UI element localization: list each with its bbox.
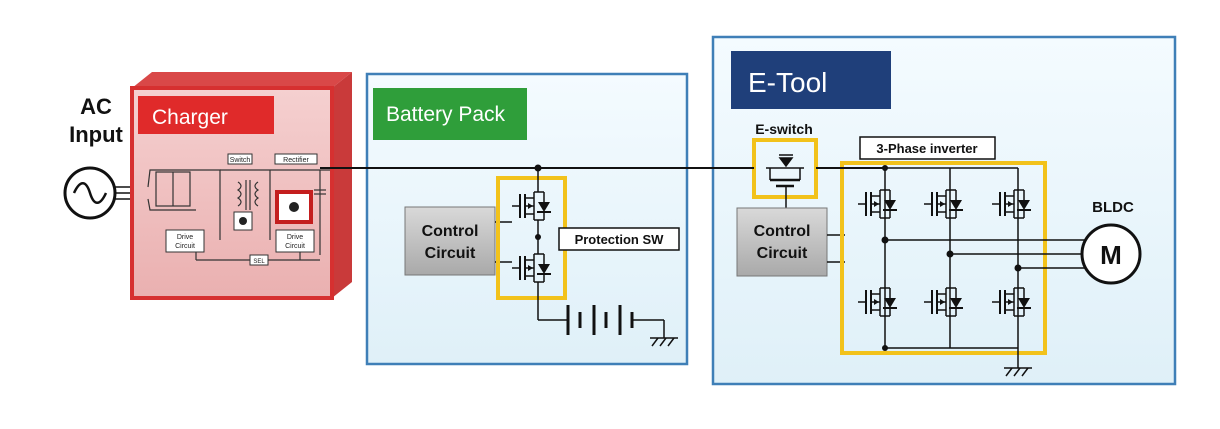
charger-rectifier-box [274,153,318,165]
battery-control-line1: Control [422,223,479,240]
eswitch-mosfet-icon [766,154,804,208]
charger-isolation-box [249,254,269,266]
battery-pack-title-bg [373,88,527,140]
motor-symbol: M [1100,240,1122,270]
charger-drive-right-line2: Circuit [285,243,305,250]
etool-panel: E-Tool E-switch Control Circuit 3-Phase … [711,35,1177,386]
battery-pack-panel: Battery Pack Control Circuit Protection … [365,72,689,366]
charger-sr-transistor-icon [289,202,299,212]
charger-drive-circuit-right [275,229,315,253]
inverter-label-box [859,136,996,160]
charger-drive-left-line1: Drive [177,234,193,241]
ac-input-label-line1: AC [80,94,112,119]
charger-rectifier-label: Rectifier [283,157,309,164]
charger-title: Charger [152,106,228,129]
charger-schematic [147,169,330,261]
etool-ground-icon [1004,367,1032,377]
protection-sw-label: Protection SW [575,232,665,247]
battery-ground-icon [650,337,678,347]
charger-box-side [332,72,352,298]
battery-control-line2: Circuit [425,245,476,262]
inverter-highlight [840,161,1047,355]
battery-cells-icon [538,305,665,338]
phase-u-junction [881,236,889,244]
inverter-bus-wires [884,167,1085,368]
sine-wave-icon [72,182,108,204]
charger-panel: Charger Switch Rectifier [130,72,352,300]
etool-control-line2: Circuit [757,245,808,262]
charger-isolation-label: SEL [253,259,265,265]
charger-switch-label: Switch [230,157,251,164]
motor-type-label: BLDC [1092,199,1134,216]
ac-input-label-line2: Input [69,122,123,147]
bldc-motor-icon [1080,223,1142,285]
eswitch-label: E-switch [755,121,813,137]
charger-drive-left-line2: Circuit [175,243,195,250]
inverter-bottom-junction [882,345,888,351]
charger-switch-box [227,153,253,165]
phase-w-junction [1014,264,1022,272]
etool-control-line1: Control [754,223,811,240]
battery-junction-mid [535,234,541,240]
inverter-label: 3-Phase inverter [876,141,977,156]
charger-box-top [132,72,352,88]
charger-switch-transistor-dot [239,217,247,225]
battery-control-circuit-box [404,206,496,276]
charger-drive-right-line1: Drive [287,234,303,241]
etool-control-circuit-box [736,207,828,277]
protection-sw-label-box [558,227,680,251]
etool-title-bg [731,51,891,109]
etool-title: E-Tool [748,67,827,98]
charger-drive-circuit-left [165,229,205,253]
battery-pack-title: Battery Pack [386,103,506,126]
phase-v-junction [946,250,954,258]
charger-title-bg [138,96,274,134]
